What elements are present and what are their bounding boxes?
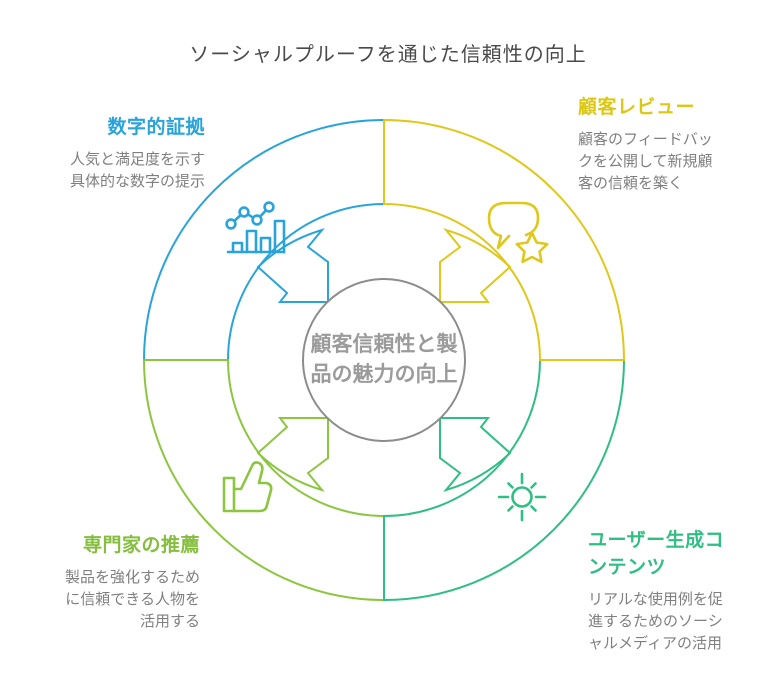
arrow-expert-endorsement: [257, 417, 329, 491]
section-expert-endorsement: 専門家の推薦 製品を強化するため に信頼できる人物を 活用する: [35, 530, 200, 633]
section-numeric-evidence: 数字的証拠 人気と満足度を示す 具体的な数字の提示: [40, 112, 205, 193]
sun-icon: [497, 472, 547, 522]
section-heading: 専門家の推薦: [82, 535, 200, 556]
section-description: 顧客のフィードバッ クを公開して新規顧 客の信頼を築く: [578, 131, 713, 192]
center-hub-label: 顧客信頼性と製 品の魅力の向上: [310, 333, 458, 386]
bar-chart-icon: [225, 201, 286, 254]
center-hub-circle: [302, 278, 466, 442]
section-user-generated-content: ユーザー生成コンテンツ リアルな使用例を促 進するためのソーシ ャルメディアの活…: [588, 525, 728, 655]
section-customer-reviews: 顧客レビュー 顧客のフィードバッ クを公開して新規顧 客の信頼を築く: [578, 92, 728, 195]
section-heading: ユーザー生成コンテンツ: [588, 530, 725, 578]
section-description: 製品を強化するため に信頼できる人物を 活用する: [64, 569, 200, 630]
arrow-user-generated-content: [439, 417, 511, 491]
section-description: リアルな使用例を促 進するためのソーシ ャルメディアの活用: [588, 591, 723, 652]
section-description: 人気と満足度を示す 具体的な数字の提示: [69, 151, 205, 190]
section-heading: 数字的証拠: [107, 117, 205, 138]
section-heading: 顧客レビュー: [578, 97, 696, 118]
page-title: ソーシャルプルーフを通じた信頼性の向上: [189, 44, 587, 66]
arrow-numeric-evidence: [257, 229, 329, 303]
thumbs-up-icon: [222, 461, 273, 513]
review-bubble-star-icon: [487, 201, 549, 264]
